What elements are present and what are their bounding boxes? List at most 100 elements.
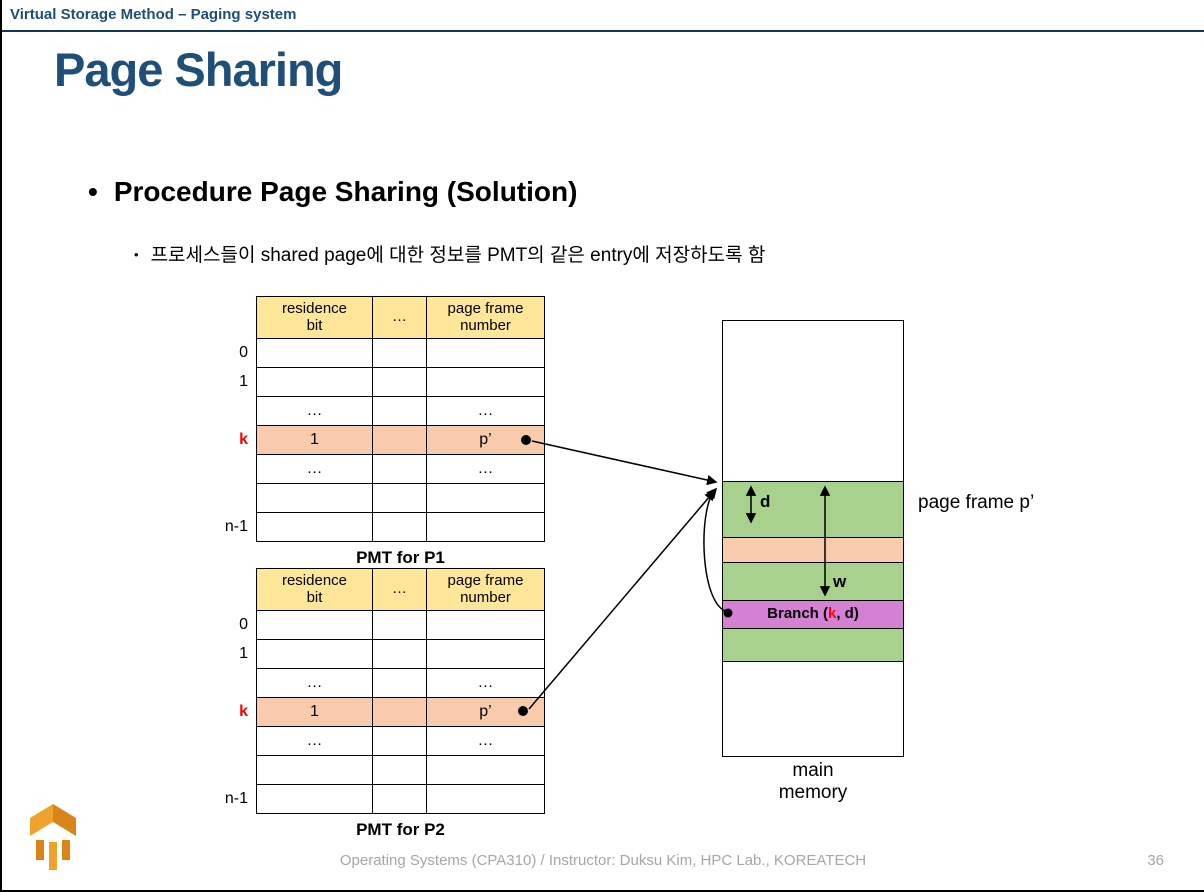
row-labels: 0 1 k n-1: [222, 296, 256, 542]
bullet-main-text: Procedure Page Sharing (Solution): [113, 176, 578, 207]
table-cell: [373, 368, 427, 397]
table-cell: …: [257, 455, 373, 484]
table-cell: p’: [427, 426, 545, 455]
row-label-spacer: [222, 296, 256, 338]
table-row: ……: [257, 727, 545, 756]
table-cell: 1: [257, 698, 373, 727]
table-caption-p2: PMT for P2: [356, 820, 445, 839]
table-cell: …: [257, 727, 373, 756]
offset-w-label: w: [833, 572, 847, 591]
table-cell: [373, 756, 427, 785]
col-header-page-frame-number: page frame number: [427, 297, 545, 339]
koreatech-logo-icon: [26, 802, 80, 877]
main-memory-diagram: Branch (k, d): [722, 320, 904, 757]
table-cell: [373, 785, 427, 814]
page-number: 36: [1147, 852, 1164, 869]
table-row: [257, 785, 545, 814]
arrow-pmt2-to-frame: [528, 487, 718, 710]
table-cell: [373, 698, 427, 727]
memory-region-free-bottom: [723, 662, 903, 756]
row-label-n-1: n-1: [224, 790, 248, 807]
header-row: residence bit … page frame number: [257, 297, 545, 339]
col-header-residence-bit: residence bit: [257, 297, 373, 339]
col-header-ellipsis: …: [373, 297, 427, 339]
table-row: [257, 339, 545, 368]
table-cell: [373, 611, 427, 640]
table-cell: [427, 339, 545, 368]
page-frame-region-bottom: [723, 629, 903, 662]
table-cell: [257, 756, 373, 785]
table-cell: [427, 484, 545, 513]
bullet-marker: •: [88, 176, 98, 207]
table-cell: [373, 513, 427, 542]
row-label-n-1: n-1: [224, 518, 248, 535]
table-cell: …: [257, 669, 373, 698]
row-label-empty: [222, 483, 256, 512]
table-cell: [257, 368, 373, 397]
row-label-ellipsis: [222, 454, 256, 483]
table-cell: [427, 640, 545, 669]
col-header-ellipsis: …: [373, 569, 427, 611]
arrow-pmt1-to-frame: [531, 440, 718, 486]
memory-region-peach: [723, 538, 903, 563]
table-row: [257, 756, 545, 785]
page-frame-region-mid: [723, 563, 903, 601]
row-label-1: 1: [239, 373, 248, 390]
table-row: [257, 484, 545, 513]
header-row: residence bit … page frame number: [257, 569, 545, 611]
row-label-1: 1: [239, 645, 248, 662]
table-cell: [427, 611, 545, 640]
row-label-ellipsis: [222, 396, 256, 425]
branch-label: Branch (: [767, 605, 828, 622]
table-caption-p1: PMT for P1: [356, 548, 445, 567]
main-memory-caption: main memory: [778, 760, 848, 803]
table-cell: [427, 368, 545, 397]
header-divider: [2, 30, 1204, 32]
table-cell: [373, 484, 427, 513]
branch-label-end: , d): [836, 605, 859, 622]
row-label-empty: [222, 755, 256, 784]
table-cell: [373, 339, 427, 368]
table-cell: [373, 669, 427, 698]
table-row: [257, 513, 545, 542]
table-row: ……: [257, 455, 545, 484]
table-row: [257, 368, 545, 397]
table-cell: [257, 513, 373, 542]
table-cell: [427, 756, 545, 785]
table-cell: [257, 640, 373, 669]
row-labels: 0 1 k n-1: [222, 568, 256, 814]
table-cell: [257, 339, 373, 368]
table-row: ……: [257, 669, 545, 698]
table-cell: …: [257, 397, 373, 426]
displacement-d-label: d: [760, 492, 771, 511]
branch-instruction-row: Branch (k, d): [723, 601, 903, 629]
memory-region-free-top: [723, 321, 903, 482]
pmt-table-p1: 0 1 k n-1 residence bit … page frame num…: [222, 296, 545, 568]
bullet-main: • Procedure Page Sharing (Solution): [88, 176, 577, 208]
page-frame-region-top: [723, 482, 903, 538]
breadcrumb: Virtual Storage Method – Paging system: [10, 6, 297, 23]
row-label-0: 0: [239, 616, 248, 633]
table-cell: [373, 426, 427, 455]
table-cell: 1: [257, 426, 373, 455]
col-header-residence-bit: residence bit: [257, 569, 373, 611]
row-label-spacer: [222, 568, 256, 610]
page-title: Page Sharing: [54, 43, 343, 96]
table-cell: [427, 513, 545, 542]
table-cell: [373, 397, 427, 426]
table-cell: [427, 785, 545, 814]
table-row: ……: [257, 397, 545, 426]
table-cell: [257, 611, 373, 640]
table-cell: …: [427, 727, 545, 756]
table-row: [257, 640, 545, 669]
row-label-k: k: [239, 431, 248, 448]
table-cell: …: [427, 455, 545, 484]
bullet-sub: •프로세스들이 shared page에 대한 정보를 PMT의 같은 entr…: [134, 240, 765, 267]
table-cell: [257, 785, 373, 814]
row-label-ellipsis: [222, 726, 256, 755]
table-cell: [257, 484, 373, 513]
table-row-k-shared: 1 p’: [257, 426, 545, 455]
